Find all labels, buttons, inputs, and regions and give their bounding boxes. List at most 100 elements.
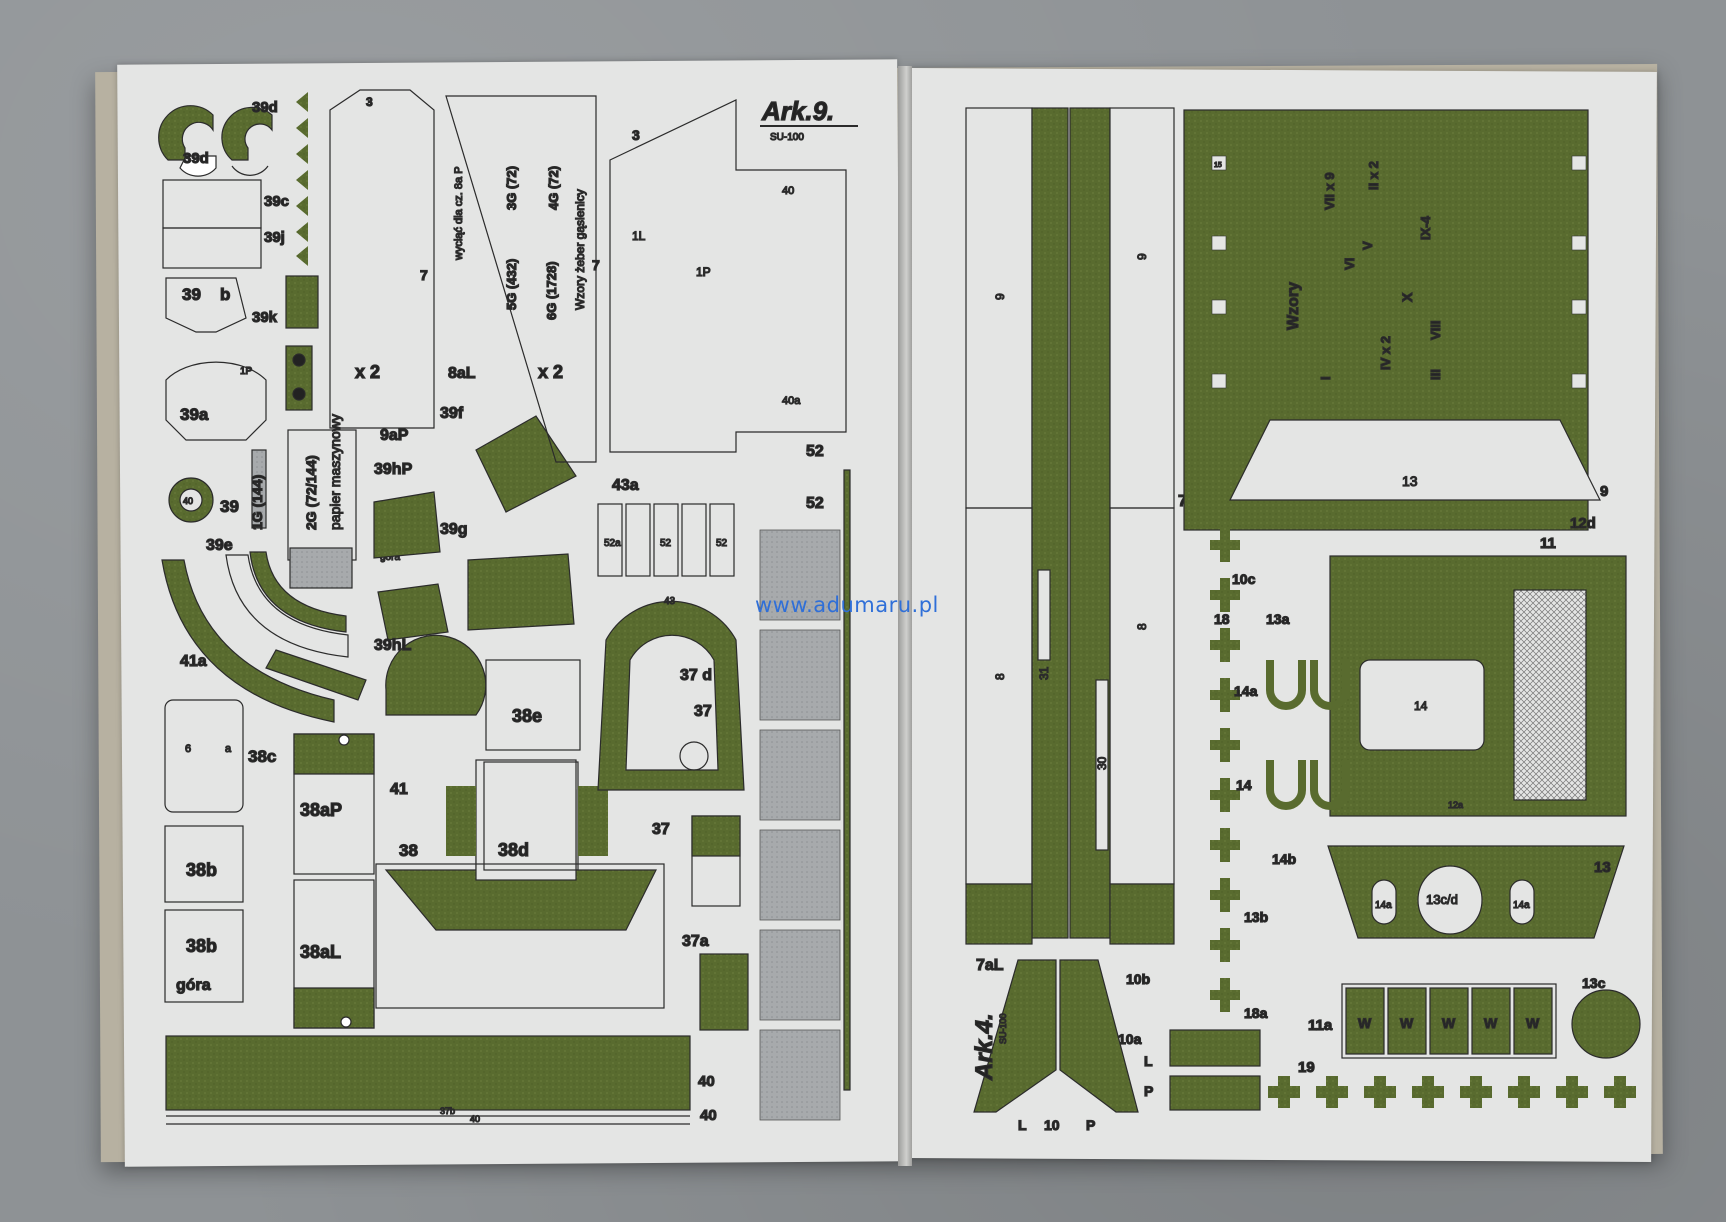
part-label-13b: 13b bbox=[1244, 909, 1268, 925]
part-label-1p-small: 1P bbox=[240, 366, 253, 377]
part-label-1l: 40a bbox=[782, 395, 801, 407]
part-label-52: 52 bbox=[806, 495, 824, 512]
note-6g: 6G (1728) bbox=[544, 261, 559, 320]
part-label-40: 40 bbox=[698, 1073, 715, 1090]
part-label-37a: 37 d bbox=[680, 667, 712, 684]
part-label-38d: 38d bbox=[498, 840, 529, 860]
part-label-8-b: 8 bbox=[1135, 623, 1149, 630]
part-label-14a: 14a bbox=[1234, 683, 1258, 699]
part-label-8al: 8aL bbox=[448, 365, 476, 382]
part-label-52-c: 52 bbox=[716, 538, 728, 549]
pattern-i: I bbox=[1318, 376, 1333, 380]
part-label-10c: 10c bbox=[1232, 571, 1256, 587]
w-label-1: W bbox=[1358, 1015, 1372, 1031]
part-label-39j: 39j bbox=[264, 229, 285, 246]
part-label-13c: 13c bbox=[1582, 975, 1606, 991]
part-label-39k: 39k bbox=[252, 309, 278, 326]
part-label-14a-c: 14a bbox=[1513, 900, 1530, 911]
part-label-13-bottom: 13 bbox=[1594, 859, 1611, 876]
part-label-18: 18 bbox=[1214, 611, 1230, 627]
note-wzory: Wzory żeber gąsienicy bbox=[573, 189, 587, 310]
part-label-30: 30 bbox=[1095, 756, 1109, 770]
part-label-a-38c: 6 bbox=[185, 743, 191, 755]
part-label-37: 37 bbox=[694, 703, 712, 720]
part-label-3-a: 3 bbox=[366, 95, 373, 109]
part-label-43a: 37a bbox=[682, 933, 709, 950]
part-label-40-b: 40 bbox=[470, 1114, 480, 1124]
part-label-1p: 40 bbox=[782, 185, 794, 197]
comb-strip bbox=[446, 786, 608, 856]
part-label-39d-2: 39d bbox=[183, 150, 209, 167]
part-label-gora: góra bbox=[176, 977, 211, 994]
part-label-39a: 39a bbox=[180, 405, 209, 424]
part-label-12a: 14 bbox=[1414, 699, 1428, 713]
note-wyciac: wyciąć dla cz. 8a P bbox=[453, 166, 465, 261]
part-label-3-b: 3 bbox=[632, 127, 640, 143]
part-label-9-a: 9 bbox=[993, 293, 1007, 300]
small-crosses-row bbox=[1268, 1076, 1636, 1108]
part-label-12d: 12d bbox=[1570, 515, 1596, 532]
pattern-iii: III bbox=[1428, 369, 1443, 380]
part-label-7-b: 7 bbox=[592, 257, 600, 273]
part-label-p-a: P bbox=[1144, 1083, 1153, 1099]
part-label-9-c: 9 bbox=[1600, 483, 1608, 500]
part-label-38al: 38aL bbox=[300, 942, 341, 962]
badge-squares bbox=[1211, 155, 1587, 389]
part-label-18a: 18a bbox=[1244, 1005, 1268, 1021]
part-label-13a: 13a bbox=[1266, 611, 1290, 627]
part-label-8-a: 8 bbox=[993, 673, 1007, 680]
left-sheet-subtitle: SU-100 bbox=[770, 132, 804, 143]
note-4g: 4G (72) bbox=[546, 166, 561, 210]
pattern-viii: VIII bbox=[1428, 320, 1443, 340]
part-label-1g: 1G (144) bbox=[249, 475, 265, 530]
part-label-52-b: 52 bbox=[660, 538, 672, 549]
part-label-38ap: 38aP bbox=[300, 800, 342, 820]
right-sheet: 9 9 8 8 31 30 7aP 7aL 13 9 12d 11 Wzory … bbox=[965, 107, 1641, 1134]
part-label-43: 37 bbox=[652, 821, 670, 838]
part-label-38: 38 bbox=[399, 841, 418, 860]
part-label-11a: 11a bbox=[1308, 1017, 1333, 1034]
part-label-39d: 39d bbox=[252, 99, 278, 116]
part-label-7al: 7aL bbox=[976, 957, 1004, 974]
part-label-10b: 10b bbox=[1126, 971, 1150, 987]
w-boxes bbox=[1345, 987, 1553, 1055]
part-label-7-a: 7 bbox=[420, 267, 428, 283]
part-label-39f: 39f bbox=[440, 405, 464, 422]
part-label-39g: 39g bbox=[440, 521, 468, 538]
part-label-40a: 40 bbox=[700, 1107, 717, 1124]
part-label-5: 1P bbox=[696, 265, 711, 279]
part-label-31: 31 bbox=[1037, 666, 1051, 680]
pattern-vi: VI bbox=[1342, 258, 1357, 270]
w-label-5: W bbox=[1526, 1015, 1540, 1031]
part-label-11: 11 bbox=[1540, 535, 1556, 552]
note-3g: 3G (72) bbox=[504, 166, 519, 210]
right-sheet-title: Ark.4. bbox=[971, 1013, 998, 1081]
pattern-vii: VII x 9 bbox=[1322, 172, 1337, 210]
part-label-39e: 39e bbox=[206, 537, 233, 554]
cross-decals bbox=[1210, 528, 1240, 1012]
part-label-b-38c: a bbox=[225, 743, 232, 755]
part-label-41a: 41a bbox=[180, 653, 207, 670]
part-label-37d: 43 bbox=[664, 596, 676, 607]
part-label-41: 41 bbox=[390, 781, 408, 798]
part-label-13-top: 13 bbox=[1402, 473, 1418, 489]
part-label-6: 1L bbox=[632, 229, 646, 243]
right-sheet-subtitle: SU-100 bbox=[998, 1013, 1008, 1044]
part-label-39hp: 39hP bbox=[374, 461, 413, 478]
part-label-52-a: 52a bbox=[604, 538, 621, 549]
part-label-37b: 52 bbox=[806, 443, 824, 460]
part-label-39-gear: 39 bbox=[220, 497, 239, 516]
part-label-39-b: b bbox=[220, 285, 230, 304]
part-label-13cd: 13c/d bbox=[1426, 892, 1458, 907]
left-sheet-title: Ark.9. bbox=[761, 96, 834, 126]
booklet-spine bbox=[898, 66, 912, 1166]
note-5g: 5G (432) bbox=[504, 259, 519, 310]
part-label-10: 10 bbox=[1044, 1117, 1060, 1133]
part-label-14b: 14b bbox=[1272, 851, 1296, 867]
left-sheet: Ark.9. SU-100 39d 39d 39c 39j 39 b 39k 3… bbox=[158, 89, 858, 1125]
pattern-ii: II x 2 bbox=[1366, 161, 1381, 190]
part-label-38b: 38b bbox=[186, 860, 217, 880]
part-label-52a: 43a bbox=[612, 477, 639, 494]
w-label-4: W bbox=[1484, 1015, 1498, 1031]
